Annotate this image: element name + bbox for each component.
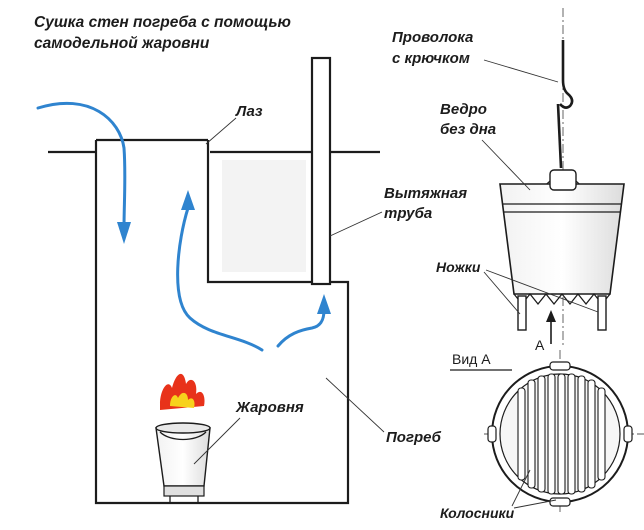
grate-tab-right	[623, 425, 633, 443]
shaft-inner-wall	[206, 140, 312, 284]
leader-grates-right	[513, 499, 557, 509]
wire-hook-stem	[556, 103, 563, 169]
view-a-grate: Вид А Колосники	[440, 350, 644, 521]
cellar-outline	[94, 140, 350, 505]
cellar-section: Лаз Вытяжная труба Жаровня Погреб	[36, 56, 467, 505]
label-exhaust-line-2: труба	[384, 205, 432, 222]
grate-tab-left	[487, 425, 497, 443]
leg-left	[517, 295, 527, 331]
label-view-a: Вид А	[452, 351, 491, 367]
hanging-wire	[559, 40, 574, 109]
label-wire-line-2: с крючком	[392, 50, 470, 67]
earth-pocket	[222, 160, 306, 272]
leader-hatch	[205, 117, 237, 145]
grate-tab-top	[549, 361, 571, 371]
bottom-grate	[513, 292, 611, 306]
airflow-curl-arrow	[176, 206, 264, 352]
view-marker: А	[535, 337, 545, 353]
label-wire-line-1: Проволока	[392, 29, 473, 46]
airflow-in-arrow	[36, 101, 127, 230]
handle-lug	[549, 169, 577, 191]
label-cellar: Погреб	[386, 429, 442, 446]
label-brazier: Жаровня	[235, 399, 304, 416]
airflow-in-arrowhead	[117, 222, 131, 244]
leader-wire	[483, 59, 559, 83]
leader-grates-left	[511, 469, 531, 507]
airflow-up-arrowhead	[181, 190, 195, 210]
grate-tab-bottom	[549, 497, 571, 507]
leader-exhaust	[329, 211, 383, 237]
bucket-assembly: А Проволока с крючком Ведро без дна Ножк…	[392, 8, 625, 353]
leader-legs-right	[485, 269, 599, 313]
label-exhaust-line-1: Вытяжная	[384, 185, 467, 202]
label-legs: Ножки	[436, 259, 481, 275]
label-bucket-line-2: без дна	[440, 121, 496, 138]
leader-bucket	[481, 139, 531, 191]
title-line-2: самодельной жаровни	[34, 35, 210, 52]
leader-legs-left	[483, 271, 521, 315]
label-bucket-line-1: Ведро	[440, 101, 487, 118]
leader-cellar	[325, 377, 385, 433]
airflow-exhaust-arrow	[276, 308, 326, 348]
exhaust-pipe	[310, 56, 332, 286]
label-grates: Колосники	[440, 505, 515, 521]
leg-right	[597, 295, 607, 331]
airflow-exhaust-arrowhead	[317, 294, 331, 314]
leader-brazier	[193, 417, 241, 465]
view-arrow-head	[546, 310, 556, 322]
bottomless-bucket	[499, 183, 625, 295]
title-line-1: Сушка стен погреба с помощью	[34, 14, 291, 31]
brazier	[155, 373, 211, 502]
label-hatch: Лаз	[235, 103, 263, 120]
